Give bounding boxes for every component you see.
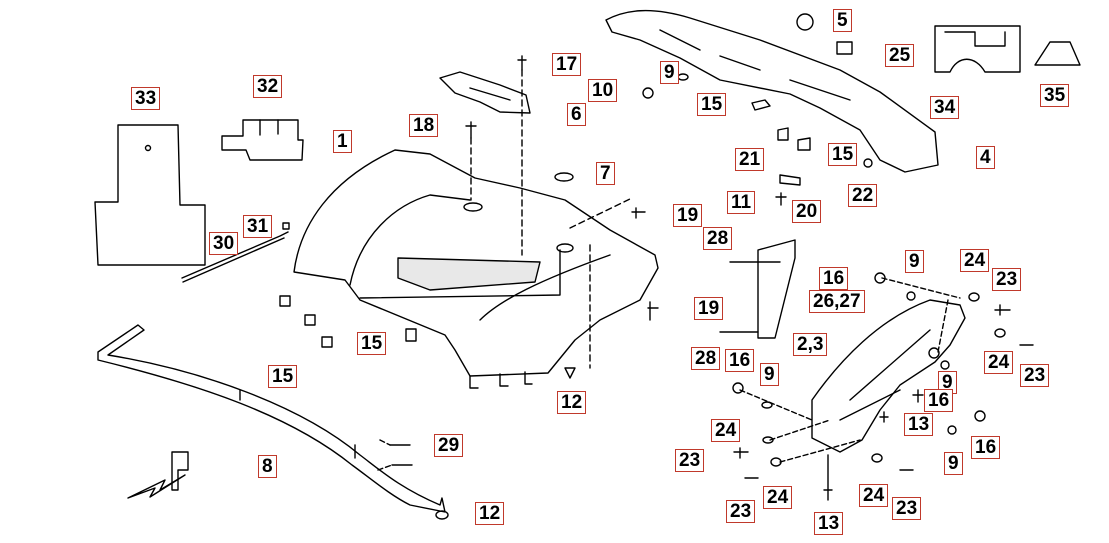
callout-15: 15 — [357, 332, 387, 355]
callout-20: 20 — [792, 200, 822, 223]
callout-23: 23 — [892, 497, 922, 520]
callout-24: 24 — [984, 351, 1014, 374]
callout-16: 16 — [924, 389, 954, 412]
callout-19: 19 — [694, 297, 724, 320]
part-4-bumper — [605, 9, 939, 173]
callout-30: 30 — [209, 232, 239, 255]
callout-7: 7 — [596, 162, 615, 185]
part-33-side-panel — [94, 124, 206, 266]
callout-6: 6 — [567, 103, 586, 126]
callout-12: 12 — [475, 502, 505, 525]
callout-15: 15 — [268, 365, 298, 388]
part-8-bracket — [97, 324, 446, 513]
part-1-rear-fender — [293, 149, 659, 377]
callout-2-3: 2,3 — [793, 333, 828, 356]
callout-4: 4 — [976, 146, 995, 169]
part-32-bracket — [221, 119, 304, 161]
part-5-plug — [796, 13, 814, 31]
callout-18: 18 — [409, 114, 439, 137]
part-34-pad — [934, 25, 1021, 73]
callout-23: 23 — [726, 500, 756, 523]
callout-15: 15 — [697, 93, 727, 116]
callout-31: 31 — [243, 215, 273, 238]
callout-11: 11 — [727, 191, 756, 214]
callout-13: 13 — [904, 413, 934, 436]
callout-9: 9 — [660, 61, 679, 84]
callout-16: 16 — [725, 349, 755, 372]
part-35-cap — [1034, 41, 1081, 66]
callout-21: 21 — [735, 148, 765, 171]
callout-34: 34 — [930, 96, 960, 119]
callout-1: 1 — [333, 130, 352, 153]
callout-22: 22 — [848, 184, 878, 207]
callout-24: 24 — [960, 249, 990, 272]
part-6-bracket — [439, 71, 531, 114]
callout-13: 13 — [814, 512, 844, 535]
callout-19: 19 — [673, 204, 703, 227]
callout-29: 29 — [434, 434, 464, 457]
callout-15: 15 — [828, 143, 858, 166]
callout-26-27: 26,27 — [809, 290, 865, 313]
part-26-27-strip — [757, 239, 796, 339]
callout-23: 23 — [992, 268, 1022, 291]
callout-8: 8 — [258, 455, 277, 478]
callout-33: 33 — [131, 87, 161, 110]
part-30-rod — [181, 231, 289, 283]
callout-16: 16 — [819, 267, 849, 290]
part-7-cap — [554, 172, 574, 182]
callout-35: 35 — [1040, 84, 1070, 107]
callout-24: 24 — [711, 419, 741, 442]
callout-12: 12 — [557, 391, 587, 414]
callout-9: 9 — [760, 363, 779, 386]
part-2-3-side-panel — [811, 299, 966, 453]
callout-28: 28 — [703, 227, 733, 250]
callout-23: 23 — [1020, 364, 1050, 387]
callout-23: 23 — [675, 449, 705, 472]
callout-32: 32 — [253, 75, 283, 98]
callout-24: 24 — [859, 484, 889, 507]
callout-9: 9 — [944, 452, 963, 475]
callout-25: 25 — [885, 44, 915, 67]
callout-28: 28 — [691, 347, 721, 370]
callout-24: 24 — [763, 486, 793, 509]
callout-17: 17 — [552, 53, 582, 76]
callout-10: 10 — [588, 79, 618, 102]
callout-9: 9 — [905, 250, 924, 273]
callout-16: 16 — [971, 436, 1001, 459]
callout-5: 5 — [833, 9, 852, 32]
